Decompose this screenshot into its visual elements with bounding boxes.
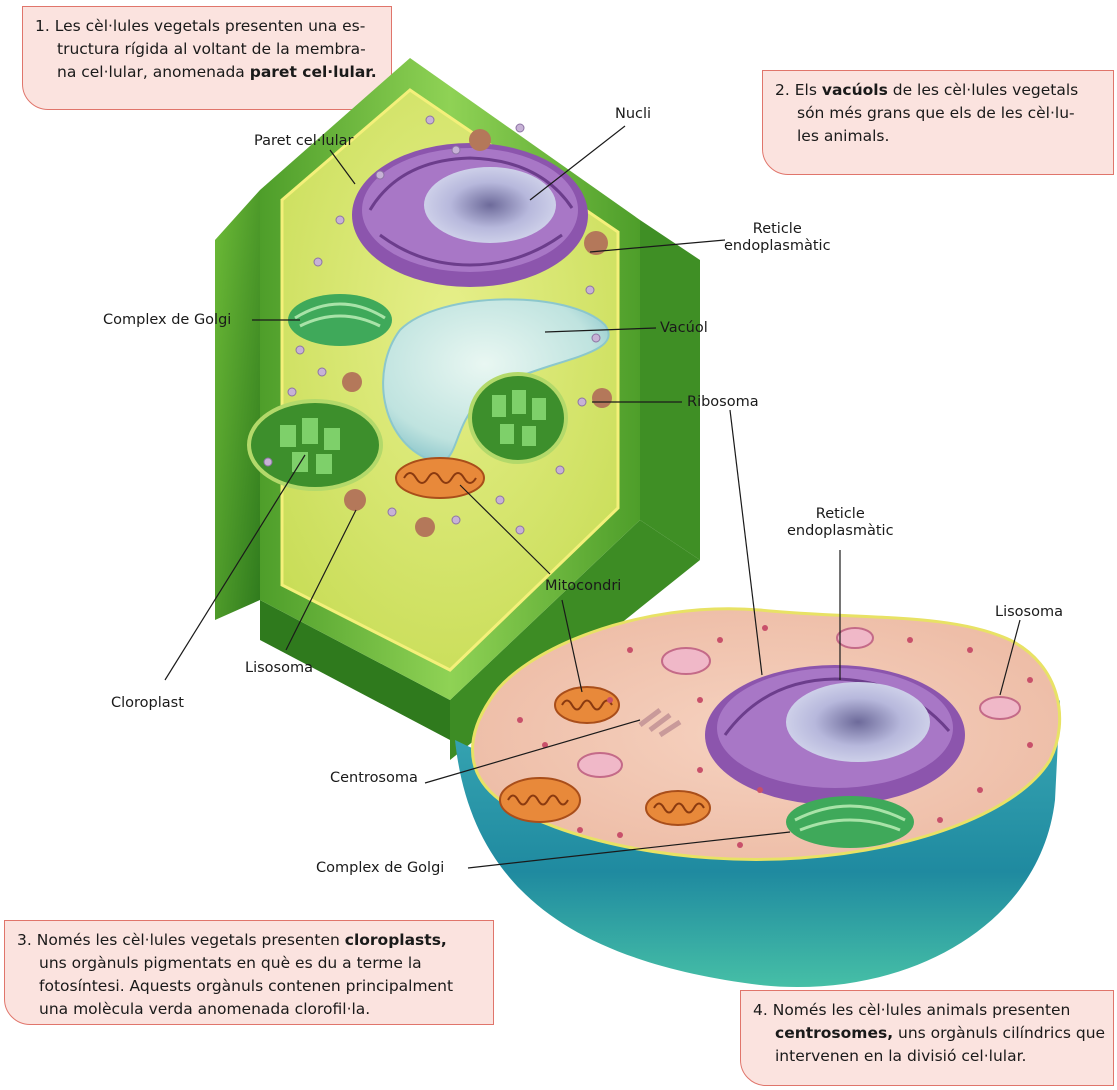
label-chloroplast: Cloroplast xyxy=(111,695,184,712)
animal-cell xyxy=(455,609,1060,987)
cell-wall-side xyxy=(640,220,700,560)
cell-wall-side xyxy=(215,190,260,620)
label-mitochondrion: Mitocondri xyxy=(545,578,621,595)
lysosome xyxy=(415,517,435,537)
lysosome xyxy=(837,628,873,648)
lysosome xyxy=(578,753,622,777)
label-er-plant: Reticle endoplasmàtic xyxy=(724,221,831,255)
lysosome xyxy=(980,697,1020,719)
lysosome xyxy=(344,489,366,511)
lysosome xyxy=(469,129,491,151)
label-nucleus: Nucli xyxy=(615,106,651,123)
mitochondrion xyxy=(555,687,619,723)
label-vacuole: Vacúol xyxy=(660,320,708,337)
golgi-apparatus xyxy=(288,294,392,346)
animal-nucleus xyxy=(705,665,965,805)
label-er-plant-line1: Reticle xyxy=(724,221,831,238)
chloroplast xyxy=(470,374,566,462)
label-er-animal-line1: Reticle xyxy=(787,506,894,523)
golgi-apparatus xyxy=(786,796,914,848)
label-centrosome: Centrosoma xyxy=(330,770,418,787)
label-er-animal: Reticle endoplasmàtic xyxy=(787,506,894,540)
lysosome xyxy=(342,372,362,392)
mitochondrion xyxy=(396,458,484,498)
label-golgi-plant: Complex de Golgi xyxy=(103,312,231,329)
label-ribosome: Ribosoma xyxy=(687,394,759,411)
label-cell-wall: Paret cel·lular xyxy=(254,133,353,150)
lysosome xyxy=(592,388,612,408)
mitochondrion xyxy=(646,791,710,825)
label-lysosome-animal: Lisosoma xyxy=(995,604,1063,621)
label-er-plant-line2: endoplasmàtic xyxy=(724,238,831,255)
chloroplast xyxy=(249,401,381,489)
lysosome xyxy=(662,648,710,674)
label-golgi-animal: Complex de Golgi xyxy=(316,860,444,877)
label-lysosome-plant: Lisosoma xyxy=(245,660,313,677)
label-er-animal-line2: endoplasmàtic xyxy=(787,523,894,540)
plant-nucleus xyxy=(352,143,588,287)
mitochondrion xyxy=(500,778,580,822)
